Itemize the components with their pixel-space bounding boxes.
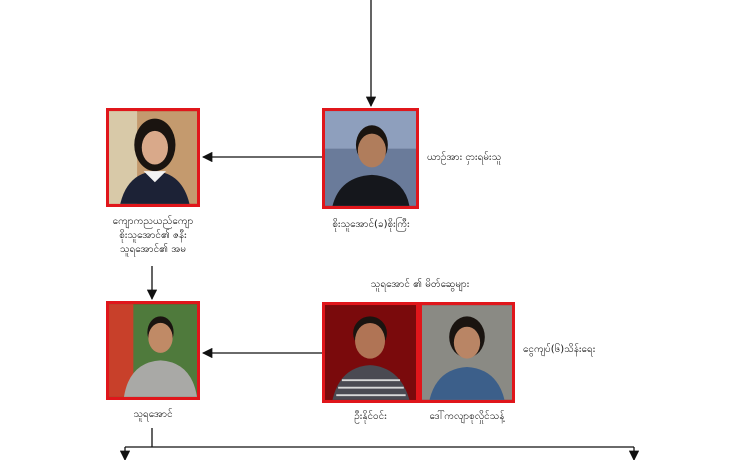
man-top-side-note: ယာဥ်အား ငှားရမ်းသူ bbox=[427, 152, 502, 163]
woman-top-photo bbox=[106, 108, 200, 207]
man-top-photo bbox=[322, 108, 419, 209]
woman-top-caption: ကျောကညယည်ကျော စိုးသူအောင်၏ ဇနီး သူရအောင်… bbox=[96, 215, 210, 257]
friend-man-photo bbox=[322, 302, 419, 403]
woman-top-caption-line-3: သူရအောင်၏ အမ bbox=[119, 244, 187, 255]
woman-top-caption-line-2: စိုးသူအောင်၏ ဇနီး bbox=[119, 230, 187, 241]
thura-name: သူရအောင် bbox=[133, 409, 173, 420]
friend-woman-photo bbox=[419, 302, 515, 403]
friends-heading: သူရအောင် ၏ မိတ်ဆွေများ bbox=[370, 279, 470, 290]
portrait-icon bbox=[325, 111, 416, 206]
woman-top-caption-line-1: ကျောကညယည်ကျော bbox=[112, 216, 194, 227]
portrait-icon bbox=[109, 304, 197, 397]
portrait-icon bbox=[325, 305, 416, 400]
friend-woman-name: ဒေါ်ကလျာစုလှိုင်သန့် bbox=[429, 411, 505, 422]
thura-photo bbox=[106, 301, 200, 400]
friend-man-name: ဦးနိုင်ဝင်း bbox=[354, 411, 387, 422]
portrait-icon bbox=[422, 305, 512, 400]
portrait-icon bbox=[109, 111, 197, 204]
man-top-name: စိုးသူအောင်(ခ)စိုးကြီး bbox=[332, 219, 410, 230]
friends-side-note: ငွေကျပ်(၆)သိန်းရေး bbox=[523, 344, 596, 355]
